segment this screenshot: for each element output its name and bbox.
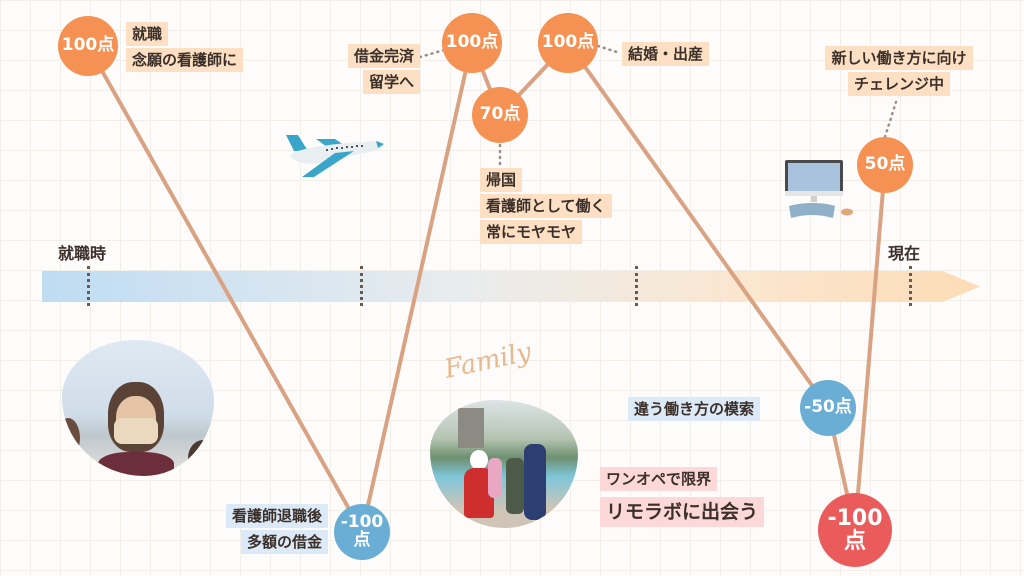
desktop-computer-icon bbox=[785, 160, 853, 218]
score-value: -100 bbox=[827, 505, 883, 531]
event-label-8: 新しい働き方に向け チェレンジ中 bbox=[808, 46, 990, 98]
event-label-line: 結婚・出産 bbox=[622, 42, 710, 66]
score-circle-event-2: -100 点 bbox=[334, 504, 390, 560]
event-label-6: 違う働き方の模索 bbox=[628, 397, 761, 423]
score-circle-event-1: 100点 bbox=[58, 16, 118, 76]
timeline-tick bbox=[360, 266, 363, 306]
family-photo bbox=[430, 400, 578, 528]
portrait-side-person bbox=[62, 418, 80, 458]
event-label-line: 違う働き方の模索 bbox=[628, 397, 761, 421]
event-label-5: 結婚・出産 bbox=[622, 42, 710, 68]
score-value: 50点 bbox=[864, 154, 906, 175]
portrait-side-person bbox=[188, 440, 214, 476]
score-circle-event-7: -100 点 bbox=[818, 493, 892, 567]
event-label-line: チェレンジ中 bbox=[847, 72, 950, 96]
score-circle-event-5: 100点 bbox=[538, 13, 598, 73]
score-value: -100 bbox=[340, 512, 384, 533]
event-label-line: 就職 bbox=[126, 22, 169, 46]
family-photo-building bbox=[458, 408, 484, 448]
timeline-tick bbox=[87, 266, 90, 306]
event-label-line: 看護師として働く bbox=[480, 194, 612, 218]
family-photo-person bbox=[470, 450, 488, 470]
event-label-3: 借金完済 留学へ bbox=[330, 44, 420, 96]
timeline-start-label: 就職時 bbox=[58, 244, 107, 263]
score-circle-event-6: -50点 bbox=[800, 380, 856, 436]
event-label-2: 看護師退職後 多額の借金 bbox=[200, 504, 328, 556]
score-value: 100点 bbox=[445, 32, 499, 53]
timeline-tick bbox=[909, 266, 912, 306]
score-circle-event-4: 70点 bbox=[472, 87, 528, 143]
timeline-tick bbox=[635, 266, 638, 306]
family-photo-man bbox=[524, 444, 546, 520]
event-label-line: 留学へ bbox=[362, 70, 420, 94]
timeline-bar bbox=[42, 271, 980, 302]
event-label-line: 借金完済 bbox=[347, 44, 420, 68]
event-label-line: 帰国 bbox=[480, 168, 523, 192]
family-photo-child bbox=[488, 458, 502, 498]
score-unit: 点 bbox=[843, 529, 866, 554]
timeline-end-label: 現在 bbox=[888, 244, 921, 263]
score-value: 100点 bbox=[61, 35, 115, 56]
score-value: 100点 bbox=[541, 32, 595, 53]
event-label-line: 常にモヤモヤ bbox=[480, 220, 583, 244]
score-value: -50点 bbox=[804, 397, 852, 418]
portrait-photo bbox=[62, 340, 214, 476]
event-label-7: ワンオペで限界 リモラボに出会う bbox=[600, 467, 765, 529]
portrait-mask bbox=[114, 418, 158, 444]
score-circle-event-3: 100点 bbox=[442, 13, 502, 73]
family-photo-child bbox=[506, 458, 524, 514]
event-label-line: 看護師退職後 bbox=[225, 504, 328, 528]
portrait-uniform bbox=[98, 452, 174, 476]
score-value: 70点 bbox=[479, 104, 521, 125]
airplane-icon bbox=[286, 135, 384, 177]
event-label-line: 新しい働き方に向け bbox=[825, 46, 973, 70]
event-label-line: 念願の看護師に bbox=[126, 48, 244, 72]
event-label-line: 多額の借金 bbox=[240, 530, 328, 554]
score-circle-event-8: 50点 bbox=[857, 137, 913, 193]
score-unit: 点 bbox=[353, 530, 371, 550]
event-label-line-emphasis: リモラボに出会う bbox=[600, 497, 765, 527]
event-label-1: 就職 念願の看護師に bbox=[126, 22, 244, 74]
event-label-line: ワンオペで限界 bbox=[600, 467, 718, 491]
event-label-4: 帰国 看護師として働く 常にモヤモヤ bbox=[480, 168, 612, 246]
